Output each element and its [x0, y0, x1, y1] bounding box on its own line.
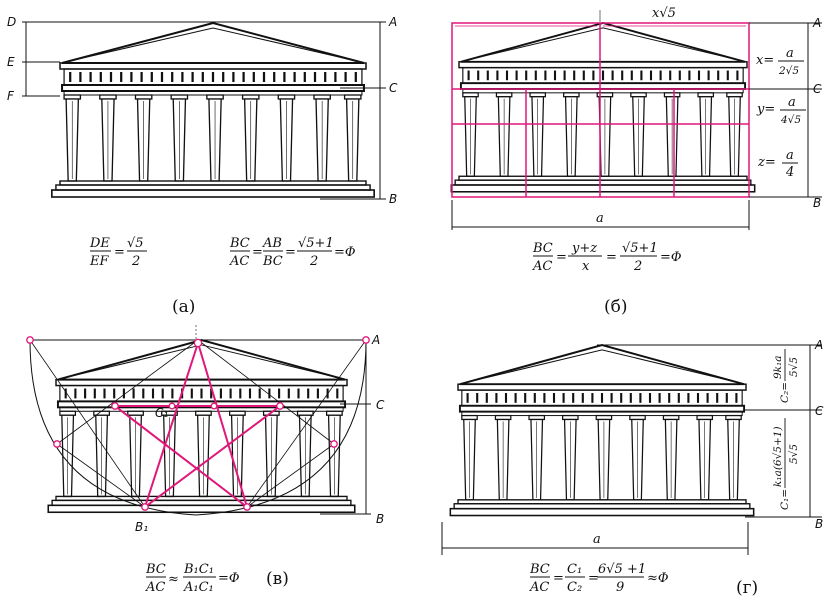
z-equation: z= a 4: [757, 148, 798, 180]
svg-text:C₁=: C₁=: [779, 489, 791, 510]
panel-g: a A C B C₂= 9k₁a 5√5 C₁= k₁a(6√5+1) 5√5 …: [441, 338, 824, 598]
panel-b: x√5 a A C B x= a 2√5 y= a 4√5 z= a 4 BC …: [450, 6, 822, 317]
point-c1-label: C₁: [155, 406, 168, 420]
svg-text:≈: ≈: [168, 572, 179, 587]
svg-text:z=: z=: [757, 155, 776, 170]
svg-text:a: a: [788, 95, 796, 110]
point-b-label: B: [813, 196, 821, 210]
svg-text:a: a: [786, 148, 794, 163]
caption-v: (в): [266, 569, 289, 589]
point-b-label: B: [815, 517, 823, 531]
point-a-label: A: [814, 338, 823, 352]
svg-text:AC: AC: [145, 580, 165, 595]
svg-text:=Φ: =Φ: [218, 571, 240, 586]
formula-bc-ac-yz: BC AC = y+z x = √5+1 2 =Φ: [532, 241, 682, 274]
point-b-label: B: [376, 512, 384, 526]
svg-text:AB: AB: [262, 236, 282, 251]
bottom-width-label: a: [593, 532, 601, 547]
svg-text:AC: AC: [229, 254, 249, 269]
svg-text:EF: EF: [89, 254, 109, 269]
svg-text:C₁: C₁: [567, 562, 582, 577]
svg-text:4√5: 4√5: [780, 114, 801, 126]
svg-text:C₂: C₂: [567, 580, 582, 595]
svg-text:5√5: 5√5: [788, 444, 800, 464]
svg-text:BC: BC: [262, 254, 283, 269]
svg-text:5√5: 5√5: [788, 357, 800, 377]
svg-text:DE: DE: [89, 236, 110, 251]
formula-bc-ac-c1c2: BC AC = C₁ C₂ = 6√5 +1 9 ≈Φ: [529, 562, 669, 595]
point-d-label: D: [7, 15, 16, 29]
svg-text:k₁a(6√5+1): k₁a(6√5+1): [772, 426, 784, 487]
point-a-label: A: [388, 15, 397, 29]
svg-text:BC: BC: [532, 241, 553, 256]
point-a-label: A: [812, 16, 821, 30]
svg-text:=: =: [606, 250, 617, 265]
formula-de-ef: DE EF = √5 2: [89, 236, 147, 269]
svg-text:=: =: [556, 250, 567, 265]
svg-text:9: 9: [616, 580, 624, 595]
svg-text:=: =: [252, 245, 263, 260]
svg-text:=: =: [588, 571, 599, 586]
caption-b: (б): [604, 297, 628, 317]
caption-a: (а): [172, 297, 195, 317]
svg-text:9k₁a: 9k₁a: [772, 355, 784, 379]
svg-text:6√5 +1: 6√5 +1: [598, 562, 646, 577]
c1-equation: C₁= k₁a(6√5+1) 5√5: [772, 418, 800, 510]
caption-g: (г): [736, 578, 758, 598]
svg-text:=: =: [114, 245, 125, 260]
svg-text:y=: y=: [756, 102, 775, 117]
svg-text:BC: BC: [229, 236, 250, 251]
svg-text:C₂=: C₂=: [779, 382, 791, 403]
svg-text:2√5: 2√5: [778, 65, 799, 77]
svg-text:B₁C₁: B₁C₁: [183, 562, 214, 577]
svg-text:≈Φ: ≈Φ: [647, 571, 669, 586]
point-b-label: B: [389, 192, 397, 206]
svg-text:=Φ: =Φ: [660, 250, 682, 265]
svg-text:A₁C₁: A₁C₁: [183, 580, 214, 595]
point-c-label: C: [813, 82, 822, 96]
x-equation: x= a 2√5: [756, 46, 804, 77]
point-b1-label: B₁: [135, 520, 148, 534]
svg-text:x=: x=: [756, 53, 774, 68]
y-equation: y= a 4√5: [756, 95, 806, 126]
svg-text:4: 4: [785, 165, 794, 180]
panel-a: D E F A C B DE EF = √5 2 BC AC = AB BC =…: [7, 15, 398, 317]
svg-text:=: =: [553, 571, 564, 586]
c2-equation: C₂= 9k₁a 5√5: [772, 349, 800, 403]
bottom-width-label: a: [596, 211, 604, 226]
top-width-label: x√5: [652, 6, 676, 21]
svg-text:√5+1: √5+1: [298, 236, 334, 251]
svg-text:x: x: [582, 259, 590, 274]
svg-text:=: =: [285, 245, 296, 260]
svg-text:AC: AC: [532, 259, 552, 274]
svg-text:=Φ: =Φ: [334, 245, 356, 260]
formula-bc-ac-b1c1: BC AC ≈ B₁C₁ A₁C₁ =Φ: [145, 562, 240, 595]
point-e-label: E: [7, 55, 15, 69]
formula-bc-ac: BC AC = AB BC = √5+1 2 =Φ: [229, 236, 356, 269]
point-c-label: C: [376, 398, 385, 412]
point-f-label: F: [7, 89, 15, 103]
svg-text:2: 2: [309, 254, 318, 269]
svg-text:a: a: [786, 46, 794, 61]
svg-text:√5: √5: [127, 236, 144, 251]
panel-v: A C B C₁ B₁ BC AC ≈ B₁C₁ A₁C₁ =Φ (в): [26, 325, 385, 595]
point-a-label: A: [371, 333, 380, 347]
point-c-label: C: [389, 81, 398, 95]
svg-text:BC: BC: [145, 562, 166, 577]
svg-text:AC: AC: [529, 580, 549, 595]
svg-text:2: 2: [633, 259, 642, 274]
svg-text:y+z: y+z: [571, 241, 597, 256]
svg-text:2: 2: [131, 254, 140, 269]
svg-text:BC: BC: [529, 562, 550, 577]
point-c-label: C: [815, 404, 824, 418]
svg-text:√5+1: √5+1: [622, 241, 658, 256]
